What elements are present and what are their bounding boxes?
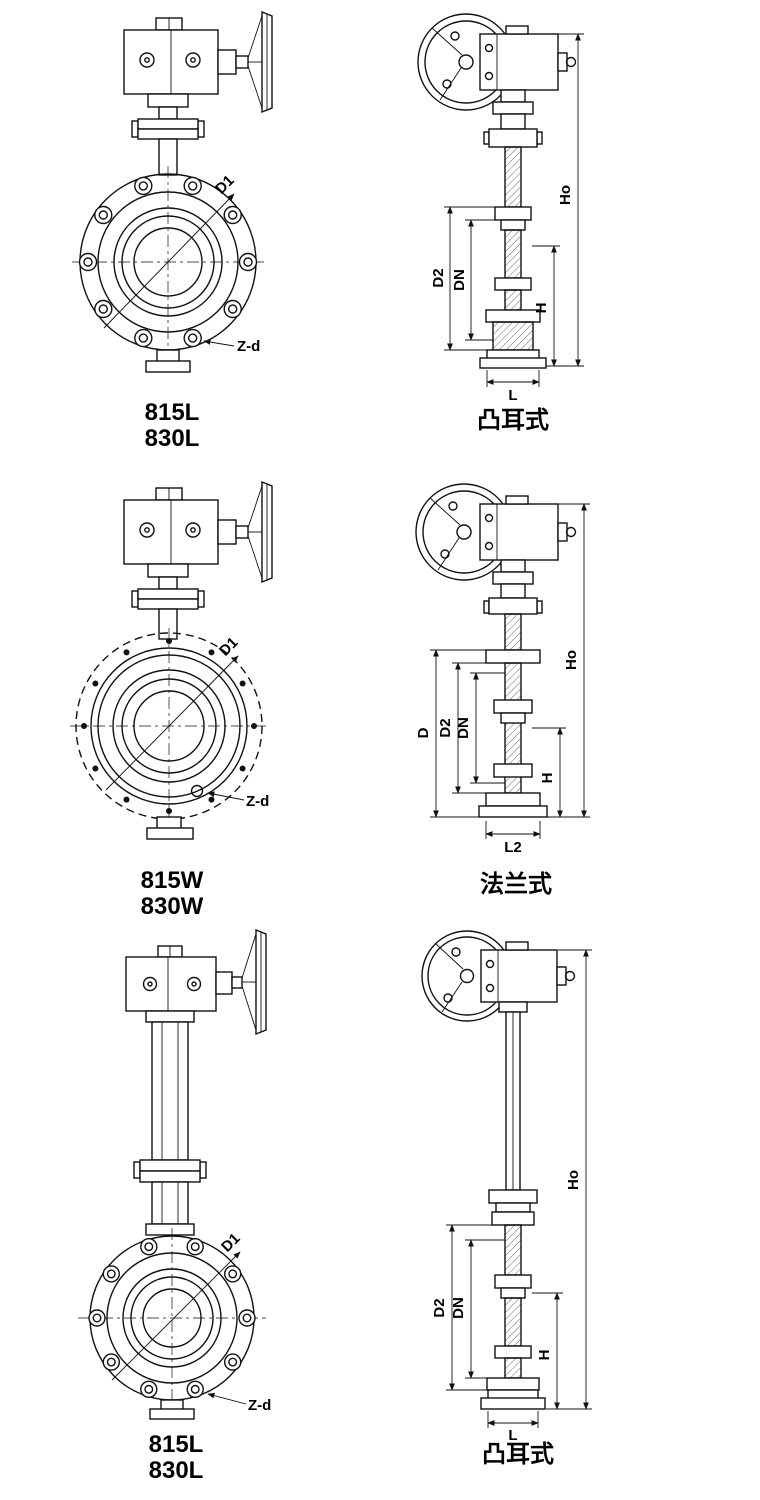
dim-ho: Ho <box>546 949 592 1410</box>
long-neck <box>151 1021 189 1161</box>
gearbox <box>480 949 558 1003</box>
dim-label-l2: L2 <box>504 839 522 856</box>
handwheel-icon <box>215 928 267 1036</box>
dim-label-dn: DN <box>451 269 468 291</box>
front-view-row3: D1 Z-d 815L 830L <box>78 928 271 1484</box>
model-label: 815L <box>149 1431 204 1458</box>
dim-zd: Z-d <box>207 1392 271 1414</box>
model-label: 815W <box>141 867 204 894</box>
side-view-row1: D2 DN Ho H L 凸耳式 <box>417 13 584 434</box>
dim-label-d1: D1 <box>216 634 242 660</box>
dim-dn: DN <box>455 672 505 784</box>
dim-label-ho: Ho <box>557 185 574 205</box>
dim-label-l: L <box>508 1427 517 1444</box>
dim-zd: Z-d <box>207 791 269 810</box>
model-label: 815L <box>145 399 200 426</box>
handwheel-icon <box>217 480 273 584</box>
gearbox <box>479 503 559 561</box>
valve-stem-section <box>478 559 548 818</box>
dim-h: H <box>532 245 560 367</box>
dim-zd: Z-d <box>203 338 260 355</box>
dim-h: H <box>532 727 566 818</box>
dim-l: L <box>487 1411 539 1444</box>
dim-label-ho: Ho <box>563 650 580 670</box>
dim-label-d: D <box>415 727 432 738</box>
dim-label-d1: D1 <box>212 172 238 198</box>
model-label: 830L <box>149 1457 204 1484</box>
dim-label-d2: D2 <box>431 1298 448 1317</box>
dim-d: D <box>415 649 486 818</box>
side-view-row3: D2 DN Ho H L 凸耳式 <box>421 930 592 1468</box>
dim-label-h: H <box>536 1350 553 1361</box>
valve-stem-section <box>479 89 547 369</box>
dim-label-zd: Z-d <box>246 793 269 810</box>
type-label: 凸耳式 <box>482 1441 554 1468</box>
gearbox <box>479 33 559 91</box>
dim-d2: D2 <box>431 1224 505 1391</box>
dim-label-h: H <box>539 773 556 784</box>
dim-d2: D2 <box>437 662 505 794</box>
dim-ho: Ho <box>547 503 590 818</box>
front-view-row1: D1 Z-d 815L 830L <box>72 10 273 452</box>
dim-dn: DN <box>451 219 501 341</box>
model-label: 830W <box>141 893 204 920</box>
dim-d1: D1 <box>105 634 242 791</box>
dim-label-h: H <box>533 303 550 314</box>
dim-dn: DN <box>450 1239 505 1379</box>
front-view-row2: D1 Z-d 815W 830W <box>70 480 273 920</box>
dim-label-zd: Z-d <box>237 338 260 355</box>
dim-label-ho: Ho <box>565 1170 582 1190</box>
dim-label-d2: D2 <box>437 718 454 737</box>
type-label: 法兰式 <box>480 870 552 898</box>
handwheel-icon <box>217 10 273 114</box>
gearbox <box>125 956 217 1012</box>
type-label: 凸耳式 <box>477 407 549 434</box>
dim-l: L <box>486 370 540 404</box>
dim-label-dn: DN <box>450 1297 467 1319</box>
dim-label-dn: DN <box>455 717 472 739</box>
dim-l2: L2 <box>485 821 541 856</box>
lug-bolt-holes <box>88 1237 256 1399</box>
side-view-row2: D D2 DN Ho H L2 <box>415 483 590 898</box>
bolt-dots <box>81 638 257 814</box>
dim-label-d2: D2 <box>430 268 447 287</box>
dim-label-d1: D1 <box>218 1230 244 1256</box>
dim-h: H <box>532 1292 563 1410</box>
lug-bolt-holes <box>78 176 258 348</box>
dim-ho: Ho <box>546 33 584 367</box>
dim-label-zd: Z-d <box>248 1397 271 1414</box>
model-label: 830L <box>145 425 200 452</box>
dim-d2: D2 <box>430 206 505 351</box>
valve-stem-section <box>480 1001 546 1410</box>
dim-label-l: L <box>508 387 517 404</box>
